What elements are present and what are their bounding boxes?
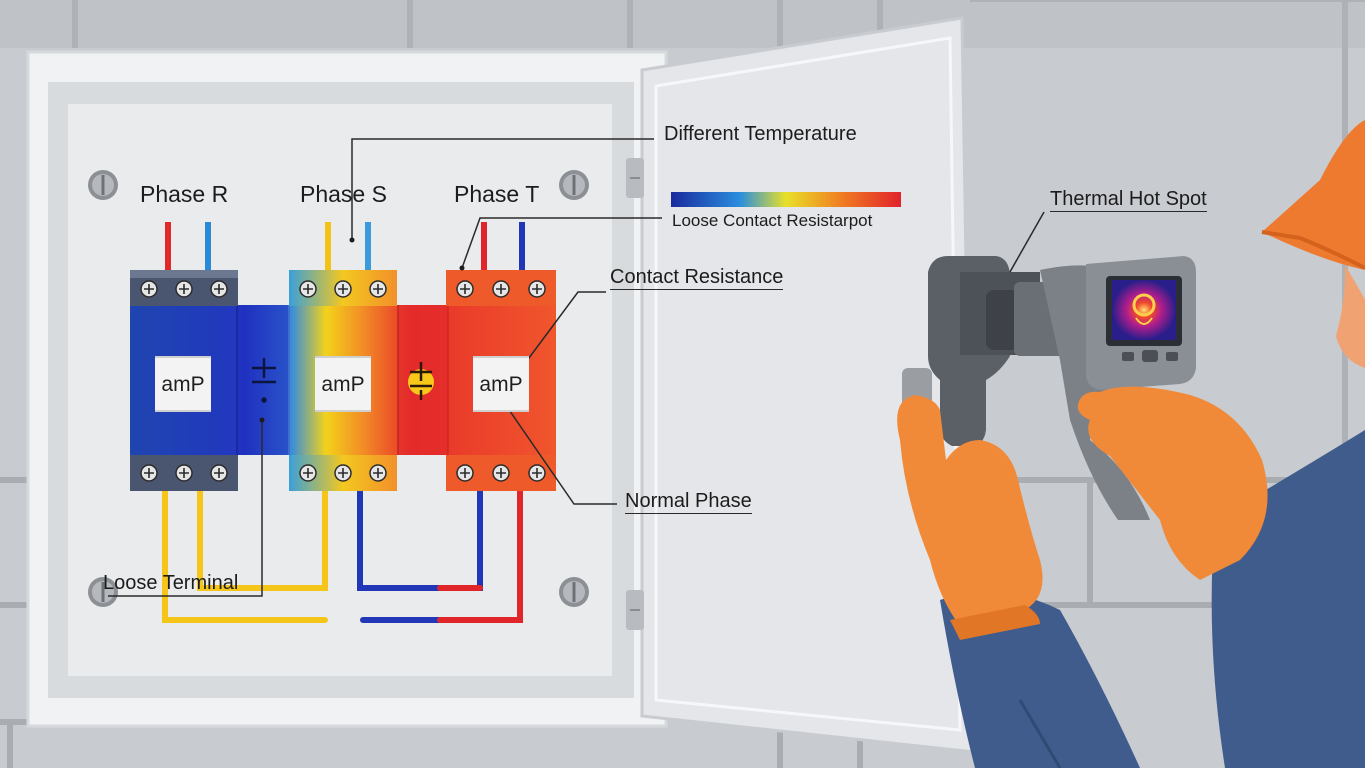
low-heat-joint-symbol xyxy=(252,358,276,403)
terminal-screw-slot xyxy=(338,284,348,294)
terminal-screw-slot xyxy=(496,284,506,294)
glove-left xyxy=(897,395,1043,640)
glove-right xyxy=(1077,386,1268,580)
callout-different-temperature: Different Temperature xyxy=(664,123,857,145)
terminal-screw-slot xyxy=(214,468,224,478)
breaker-label-t: amP xyxy=(473,356,529,412)
screw-icon xyxy=(559,577,589,607)
terminal-screw-slot xyxy=(532,284,542,294)
terminal-screw-slot xyxy=(460,284,470,294)
phase-label-s: Phase S xyxy=(300,181,387,207)
callout-contact-resistance: Contact Resistance xyxy=(610,266,784,290)
callout-lines xyxy=(108,138,1045,597)
terminal-screw-slot xyxy=(460,468,470,478)
hinge-icon xyxy=(626,158,644,198)
callout-loose-terminal: Loose Terminal xyxy=(103,572,239,594)
screw-icon xyxy=(559,170,589,200)
terminal-screw-slot xyxy=(532,468,542,478)
screw-icon xyxy=(88,170,118,200)
terminal-screw-slot xyxy=(373,468,383,478)
callout-normal-phase: Normal Phase xyxy=(625,490,752,514)
terminal-screw-slot xyxy=(373,284,383,294)
hinge-icon xyxy=(626,590,644,630)
callout-thermal-hot-spot: Thermal Hot Spot xyxy=(1050,188,1207,212)
cables-top xyxy=(165,222,525,272)
temperature-scale-label: Loose Contact Resistarpot xyxy=(672,211,873,230)
hot-joint-symbol xyxy=(408,362,434,400)
terminal-screw-slot xyxy=(179,468,189,478)
terminal-screw-icons xyxy=(140,280,546,482)
terminal-screw-slot xyxy=(214,284,224,294)
screw-icon xyxy=(88,577,118,607)
helmet xyxy=(1262,120,1365,270)
breaker-label-r: amP xyxy=(155,356,211,412)
sleeve-left xyxy=(940,592,1140,768)
phase-label-t: Phase T xyxy=(454,181,540,207)
terminal-screw-slot xyxy=(338,468,348,478)
terminal-screw-slot xyxy=(144,468,154,478)
phase-label-r: Phase R xyxy=(140,181,229,207)
terminal-screw-slot xyxy=(144,284,154,294)
breaker-label-s: amP xyxy=(315,356,371,412)
temperature-scale-bar xyxy=(671,192,901,207)
face xyxy=(1336,265,1365,368)
terminal-screw-slot xyxy=(303,468,313,478)
terminal-screw-slot xyxy=(179,284,189,294)
terminal-screw-slot xyxy=(496,468,506,478)
terminal-screw-slot xyxy=(303,284,313,294)
